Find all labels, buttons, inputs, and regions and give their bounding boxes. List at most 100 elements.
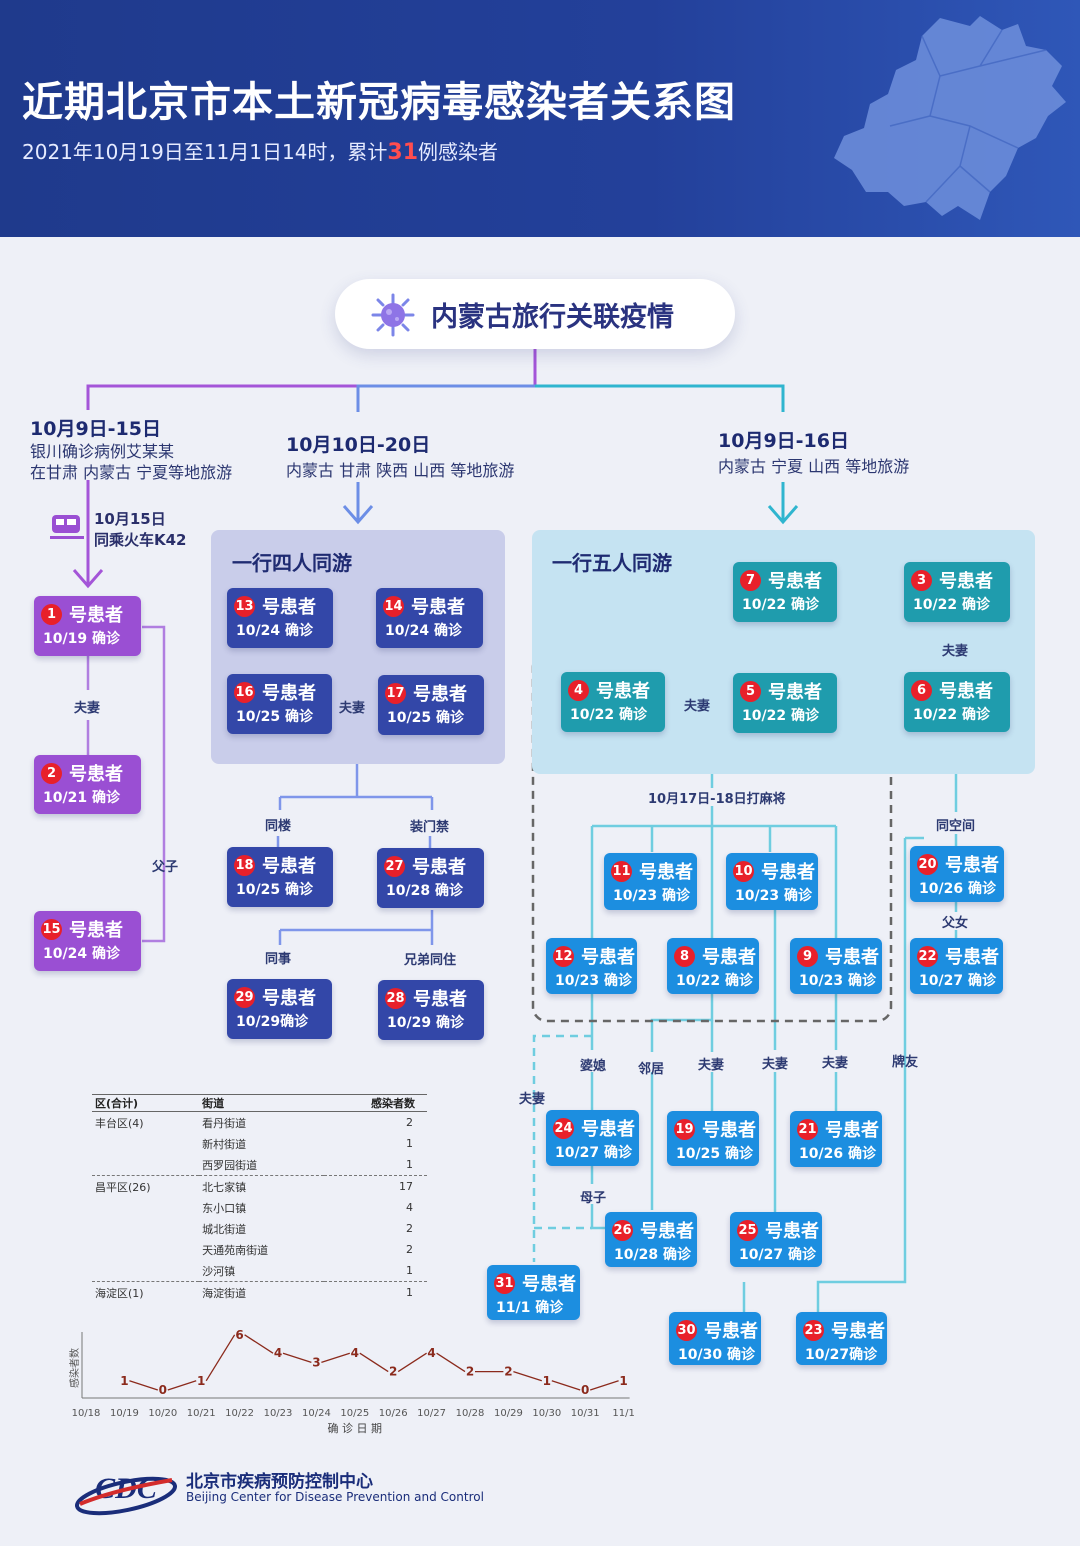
- data-label: 3: [312, 1355, 320, 1369]
- x-tick-label: 10/30: [532, 1408, 561, 1419]
- relation-label: 夫妻: [698, 1058, 725, 1073]
- relation-label: 夫妻: [519, 1092, 546, 1107]
- data-label: 4: [427, 1346, 435, 1360]
- x-tick-label: 10/29: [494, 1408, 523, 1419]
- relation-label: 同空间: [936, 819, 976, 834]
- x-tick-label: 10/23: [264, 1408, 293, 1419]
- org-name-cn: 北京市疾病预防控制中心: [186, 1472, 373, 1492]
- relation-label: 夫妻: [822, 1056, 849, 1071]
- x-tick-label: 10/31: [571, 1408, 600, 1419]
- relation-label: 父女: [942, 916, 969, 931]
- table-header: 感染者数: [324, 1094, 427, 1112]
- series-segment: [397, 1352, 427, 1373]
- data-label: 1: [619, 1374, 627, 1388]
- relation-label: 父子: [152, 860, 179, 875]
- group-four-title: 一行四人同游: [232, 551, 352, 575]
- x-tick-label: 10/19: [110, 1408, 139, 1419]
- route-left: 10月9日-15日 银川确诊病例艾某某 在甘肃 内蒙古 宁夏等地旅游: [30, 418, 233, 482]
- x-tick-label: 10/28: [456, 1408, 485, 1419]
- y-axis-label: 感染者数: [68, 1348, 81, 1388]
- series-segment: [167, 1380, 197, 1391]
- series-segment: [205, 1334, 236, 1382]
- relation-label: 同事: [265, 952, 292, 967]
- banner-title: 内蒙古旅行关联疫情: [431, 302, 674, 333]
- x-axis-label: 确 诊 日 期: [328, 1421, 383, 1435]
- virus-icon: [371, 293, 415, 337]
- series-segment: [436, 1352, 466, 1373]
- x-tick-label: 10/21: [187, 1408, 216, 1419]
- x-tick-label: 10/22: [225, 1408, 254, 1419]
- page-title: 近期北京市本土新冠病毒感染者关系图: [22, 78, 736, 126]
- x-tick-label: 10/20: [148, 1408, 177, 1419]
- cluster-banner: 内蒙古旅行关联疫情: [335, 279, 735, 349]
- relation-label: 母子: [580, 1191, 607, 1206]
- relation-label: 夫妻: [942, 644, 969, 659]
- relation-label: 夫妻: [74, 701, 101, 716]
- relation-label: 夫妻: [762, 1057, 789, 1072]
- series-segment: [282, 1352, 312, 1364]
- cdc-logo-icon: CDC: [75, 1472, 177, 1516]
- table-header: 街道: [199, 1094, 325, 1112]
- beijing-map-icon: [834, 16, 1066, 220]
- table-header: 区(合计): [92, 1094, 200, 1112]
- header-banner: 近期北京市本土新冠病毒感染者关系图 2021年10月19日至11月1日14时，累…: [0, 0, 1080, 237]
- group-five-title: 一行五人同游: [552, 551, 672, 575]
- data-label: 1: [120, 1374, 128, 1388]
- series-segment: [513, 1370, 543, 1382]
- data-label: 2: [466, 1365, 474, 1379]
- relation-label: 邻居: [638, 1062, 665, 1077]
- org-name-en: Beijing Center for Disease Prevention an…: [186, 1490, 484, 1504]
- x-tick-label: 10/26: [379, 1408, 408, 1419]
- series-segment: [589, 1380, 619, 1391]
- data-label: 2: [389, 1365, 397, 1379]
- series-segment: [551, 1380, 581, 1391]
- route-right: 10月9日-16日 内蒙古 宁夏 山西 等地旅游: [718, 430, 910, 476]
- train-icon: [50, 515, 84, 539]
- relation-label: 装门禁: [410, 820, 450, 835]
- relation-label: 同楼: [265, 819, 292, 834]
- series-segment: [321, 1352, 351, 1364]
- train-note: 10月15日同乘火车K42: [94, 510, 187, 549]
- data-label: 2: [504, 1365, 512, 1379]
